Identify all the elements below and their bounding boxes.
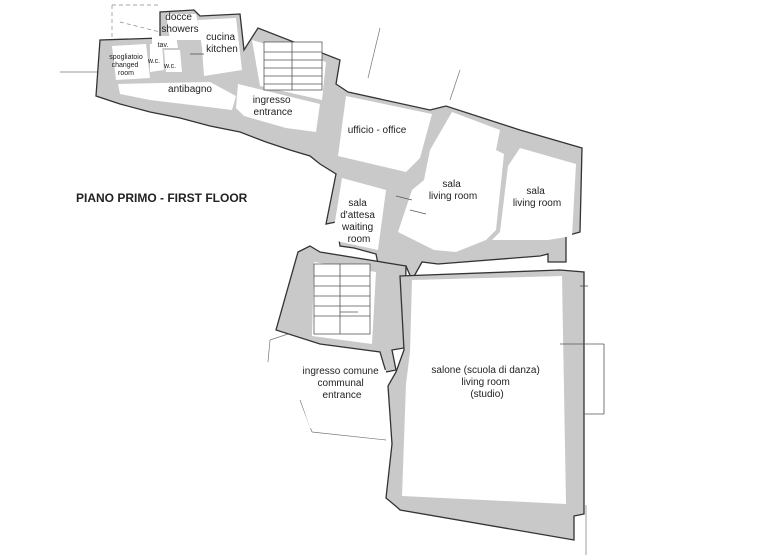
label-sala-attesa: sala d'attesa waiting room bbox=[340, 198, 378, 245]
label-wc-1: w.c. bbox=[147, 58, 160, 65]
label-cucina: cucina kitchen bbox=[206, 32, 238, 55]
floor-title: PIANO PRIMO - FIRST FLOOR bbox=[76, 191, 248, 205]
stair-upper bbox=[263, 41, 323, 91]
label-docce: docce showers bbox=[161, 12, 198, 35]
label-spogliatoio: spogliatoio changed room bbox=[109, 54, 144, 77]
openings bbox=[190, 53, 605, 415]
label-antibagno: antibagno bbox=[168, 84, 212, 95]
label-ufficio: ufficio - office bbox=[348, 125, 407, 136]
label-tav: tav. bbox=[158, 42, 169, 49]
room-labels: docce showers cucina kitchen tav. w.c. w… bbox=[109, 12, 561, 401]
label-ingresso-comune: ingresso comune communal entrance bbox=[303, 366, 382, 401]
label-salone: salone (scuola di danza) living room (st… bbox=[431, 365, 542, 400]
label-ingresso: ingresso entrance bbox=[253, 95, 294, 118]
label-sala-1: sala living room bbox=[429, 179, 477, 202]
label-sala-2: sala living room bbox=[513, 186, 561, 209]
label-wc-2: w.c. bbox=[163, 63, 176, 70]
stair-lower bbox=[313, 263, 371, 335]
